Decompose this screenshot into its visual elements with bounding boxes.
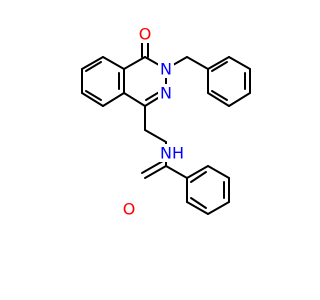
bond — [207, 165, 230, 179]
bond — [102, 92, 125, 107]
bond — [211, 61, 228, 72]
bond — [186, 56, 209, 70]
bond — [85, 90, 102, 101]
bond — [228, 56, 251, 70]
bond — [81, 56, 104, 70]
bond — [123, 92, 146, 107]
bond — [144, 129, 167, 143]
bond — [207, 201, 230, 215]
bond — [207, 92, 230, 107]
atom-label-layer: O N N N H O — [121, 25, 184, 219]
bond — [186, 165, 209, 179]
ring-nitrogen-substituted-label: N — [160, 60, 172, 79]
bond — [190, 197, 207, 209]
bond — [186, 201, 209, 215]
bond — [165, 165, 188, 179]
bond — [228, 92, 251, 107]
bond — [81, 92, 104, 107]
bond — [211, 90, 228, 101]
carbonyl-oxygen-label: O — [139, 25, 152, 44]
amide-nitrogen-label: N — [160, 144, 172, 163]
ring-nitrogen-imine-label: N — [160, 84, 172, 103]
bond — [85, 61, 102, 72]
bond — [102, 56, 125, 70]
bond — [144, 165, 167, 179]
bond — [123, 56, 146, 70]
bond — [141, 160, 164, 174]
bond — [207, 56, 230, 70]
bond — [190, 171, 207, 183]
amide-oxygen-label: O — [123, 200, 136, 219]
molecule-drawing: O N N N H O — [81, 25, 251, 219]
structure-diagram: O N N N H O — [81, 25, 251, 219]
amide-hydrogen-label: H — [172, 144, 184, 163]
